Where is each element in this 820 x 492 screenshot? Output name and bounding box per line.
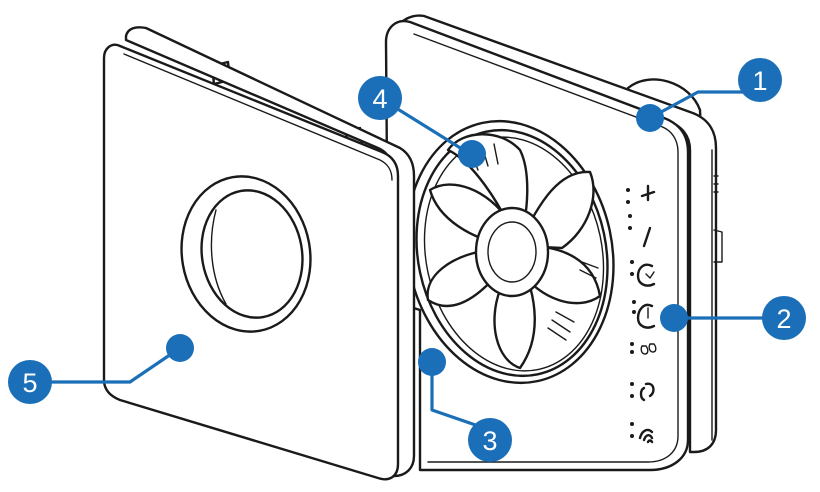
cycle-icon — [639, 382, 655, 402]
callout-disc-2 — [762, 296, 806, 340]
timer-icon — [636, 263, 656, 287]
humidity-icon — [640, 343, 657, 355]
callout-leader-line-5 — [28, 346, 182, 384]
callout-anchor-dot-5 — [166, 334, 194, 362]
callout-disc-1 — [738, 58, 782, 102]
sound-icon — [638, 428, 654, 444]
indicator-leds — [626, 188, 636, 438]
callout-4-label: 4 — [372, 84, 387, 114]
front-cover — [102, 26, 416, 481]
callout-disc-3 — [468, 418, 512, 462]
control-panel — [626, 184, 657, 444]
callout-2: 2 — [660, 296, 806, 340]
callout-anchor-dot-3 — [418, 348, 446, 376]
callout-anchor-dot-2 — [660, 304, 688, 332]
callout-4: 4 — [358, 76, 486, 168]
callout-disc-4 — [358, 76, 402, 120]
power-icon — [636, 303, 656, 329]
callout-anchor-dot-4 — [458, 140, 486, 168]
callout-disc-5 — [8, 360, 52, 404]
callout-1: 1 — [636, 58, 782, 132]
slash-icon — [642, 226, 652, 248]
callout-5: 5 — [8, 334, 194, 404]
plus-icon — [640, 184, 656, 202]
callout-2-label: 2 — [776, 304, 791, 334]
callout-3: 3 — [418, 348, 512, 462]
callout-3-label: 3 — [482, 426, 497, 456]
callout-5-label: 5 — [22, 368, 37, 398]
callout-leader-line-3 — [430, 360, 492, 432]
callout-1-label: 1 — [752, 66, 767, 96]
callout-leader-line-1 — [648, 90, 762, 120]
callout-anchor-dot-1 — [636, 104, 664, 132]
callouts: 1 2 3 4 5 — [8, 58, 806, 462]
